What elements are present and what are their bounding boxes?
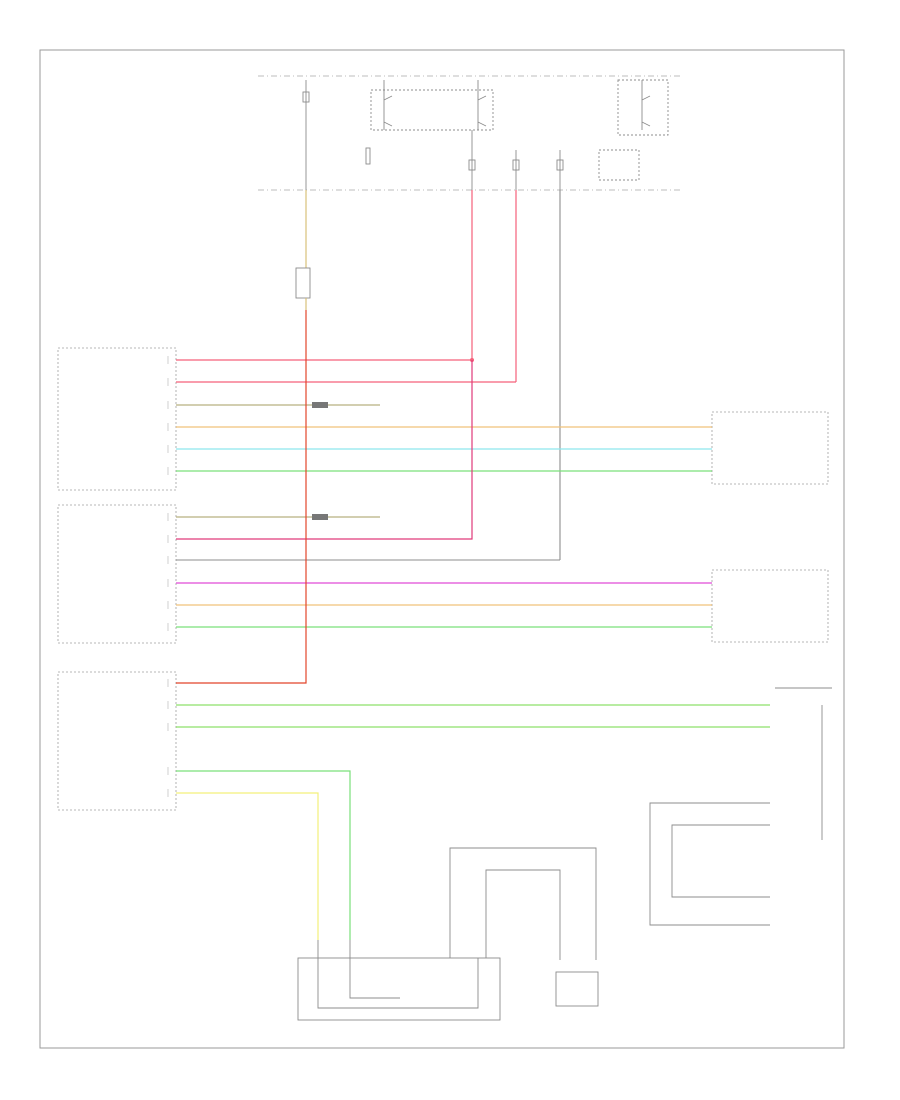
passenger-cushion-loop [317,940,479,1009]
passenger-heated-seat-back [555,971,599,1007]
hsm-power-wire [176,310,307,684]
passenger-door-module-box [57,504,177,644]
hsm-wire-passenger-2 [176,792,319,940]
driver-heated-seat-back-loop-inner [671,824,770,898]
pdm-ground-connector [312,514,328,520]
pdm-wire-1 [176,360,473,540]
ddm-ground-connector [312,402,328,408]
driver-door-module-box [57,347,177,491]
fuse-panel [302,79,669,190]
driver-heated-seat-back-loop-outer [649,802,770,926]
passenger-cushion-inner [349,940,400,999]
passenger-back-loop-inner [485,869,561,960]
driver-seat-switch-box [711,411,829,485]
hsm-wire-passenger-1 [176,770,351,940]
diagram-frame [39,49,845,1049]
passenger-back-loop-outer [449,847,597,960]
circuit-breaker [295,267,311,299]
heated-seat-module-box [57,671,177,811]
passenger-seat-switch-box [711,569,829,643]
passenger-heated-seat-cushion [297,957,501,1021]
